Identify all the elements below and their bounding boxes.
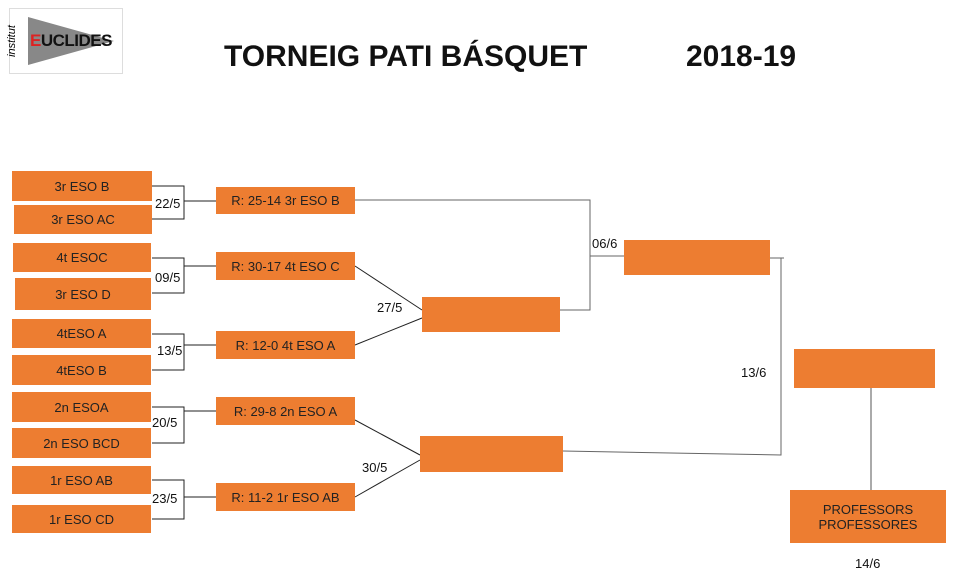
team-box: 3r ESO AC	[14, 205, 152, 234]
final-date: 06/6	[592, 236, 618, 251]
match-date: 23/5	[152, 491, 178, 506]
result-box: R: 29-8 2n ESO A	[216, 397, 355, 425]
professores-label: PROFESSORES	[818, 516, 918, 532]
final-date: 13/6	[741, 365, 767, 380]
season: 2018-19	[686, 40, 797, 73]
match-date: 22/5	[155, 196, 181, 211]
professors-date: 14/6	[855, 556, 881, 571]
team-box: 2n ESOA	[12, 392, 151, 422]
semifinal-winner-box	[420, 436, 563, 472]
team-box: 1r ESO CD	[12, 505, 151, 533]
finalist-box	[624, 240, 770, 275]
professors-box: PROFESSORS PROFESSORES	[790, 490, 946, 543]
team-box: 2n ESO BCD	[12, 428, 151, 458]
team-box: 1r ESO AB	[12, 466, 151, 494]
team-box: 4t ESOC	[13, 243, 151, 272]
result-box: R: 25-14 3r ESO B	[216, 187, 355, 214]
result-box: R: 12-0 4t ESO A	[216, 331, 355, 359]
institut-euclides-logo: institut EUCLIDES	[6, 8, 123, 74]
team-box: 4tESO A	[12, 319, 151, 348]
match-date: 09/5	[155, 270, 181, 285]
champion-box	[794, 349, 935, 388]
match-date: 13/5	[157, 343, 183, 358]
match-date: 20/5	[152, 415, 178, 430]
semifinal-winner-box	[422, 297, 560, 332]
logo-wordmark: EUCLIDES	[30, 31, 112, 50]
professors-label: PROFESSORS	[822, 501, 914, 517]
result-box: R: 30-17 4t ESO C	[216, 252, 355, 280]
semifinal-date: 30/5	[362, 460, 388, 475]
team-box: 3r ESO B	[12, 171, 152, 201]
page-title: TORNEIG PATI BÁSQUET	[224, 40, 588, 73]
team-box: 4tESO B	[12, 355, 151, 385]
team-box: 3r ESO D	[15, 278, 151, 310]
semifinal-date: 27/5	[377, 300, 403, 315]
result-box: R: 11-2 1r ESO AB	[216, 483, 355, 511]
